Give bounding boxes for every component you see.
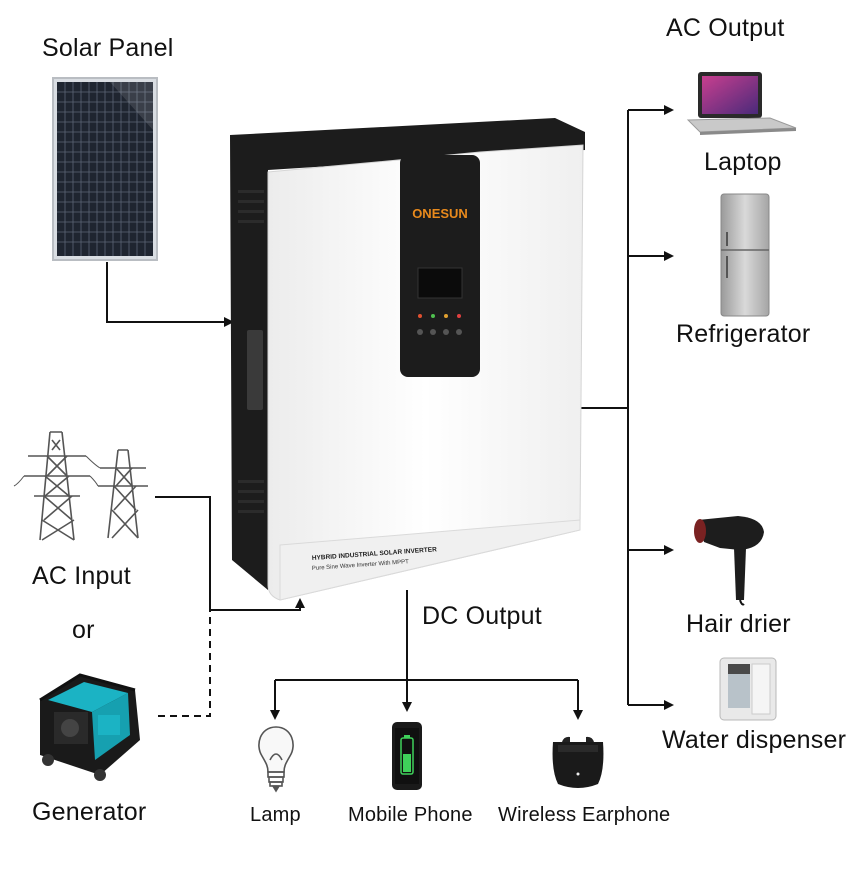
water-dispenser-icon bbox=[719, 657, 777, 721]
inverter-lcd bbox=[417, 267, 463, 299]
inverter-button-3 bbox=[443, 329, 449, 335]
generator-connection bbox=[158, 610, 211, 717]
label-generator: Generator bbox=[32, 798, 147, 826]
inverter-button-1 bbox=[417, 329, 423, 335]
label-ac-input: AC Input bbox=[32, 562, 131, 590]
inverter-unit: ONESUN HYBRID INDUSTRIAL SOLAR INVERTER … bbox=[230, 118, 585, 601]
laptop-icon bbox=[686, 72, 797, 135]
mobile-phone-icon bbox=[392, 722, 422, 790]
label-laptop: Laptop bbox=[704, 148, 782, 176]
label-wireless-earphone: Wireless Earphone bbox=[498, 804, 671, 826]
inverter-brand: ONESUN bbox=[412, 206, 468, 221]
label-lamp: Lamp bbox=[250, 804, 301, 826]
label-solar-panel: Solar Panel bbox=[42, 34, 174, 62]
label-dc-output: DC Output bbox=[422, 602, 542, 630]
label-water-dispenser: Water dispenser bbox=[662, 726, 847, 754]
power-tower-icon bbox=[13, 431, 148, 541]
label-or: or bbox=[72, 616, 95, 644]
wireless-earphone-icon bbox=[552, 736, 604, 788]
refrigerator-icon bbox=[720, 193, 770, 317]
hair-drier-icon bbox=[694, 516, 764, 606]
label-mobile-phone: Mobile Phone bbox=[348, 804, 473, 826]
label-hair-drier: Hair drier bbox=[686, 610, 791, 638]
solar-panel-icon bbox=[52, 77, 158, 261]
label-ac-output: AC Output bbox=[666, 14, 785, 42]
solar-connection bbox=[106, 262, 234, 327]
inverter-button-4 bbox=[456, 329, 462, 335]
lamp-icon bbox=[258, 726, 294, 793]
connection-lines bbox=[106, 105, 674, 720]
generator-icon bbox=[39, 673, 140, 781]
inverter-button-2 bbox=[430, 329, 436, 335]
label-refrigerator: Refrigerator bbox=[676, 320, 811, 348]
